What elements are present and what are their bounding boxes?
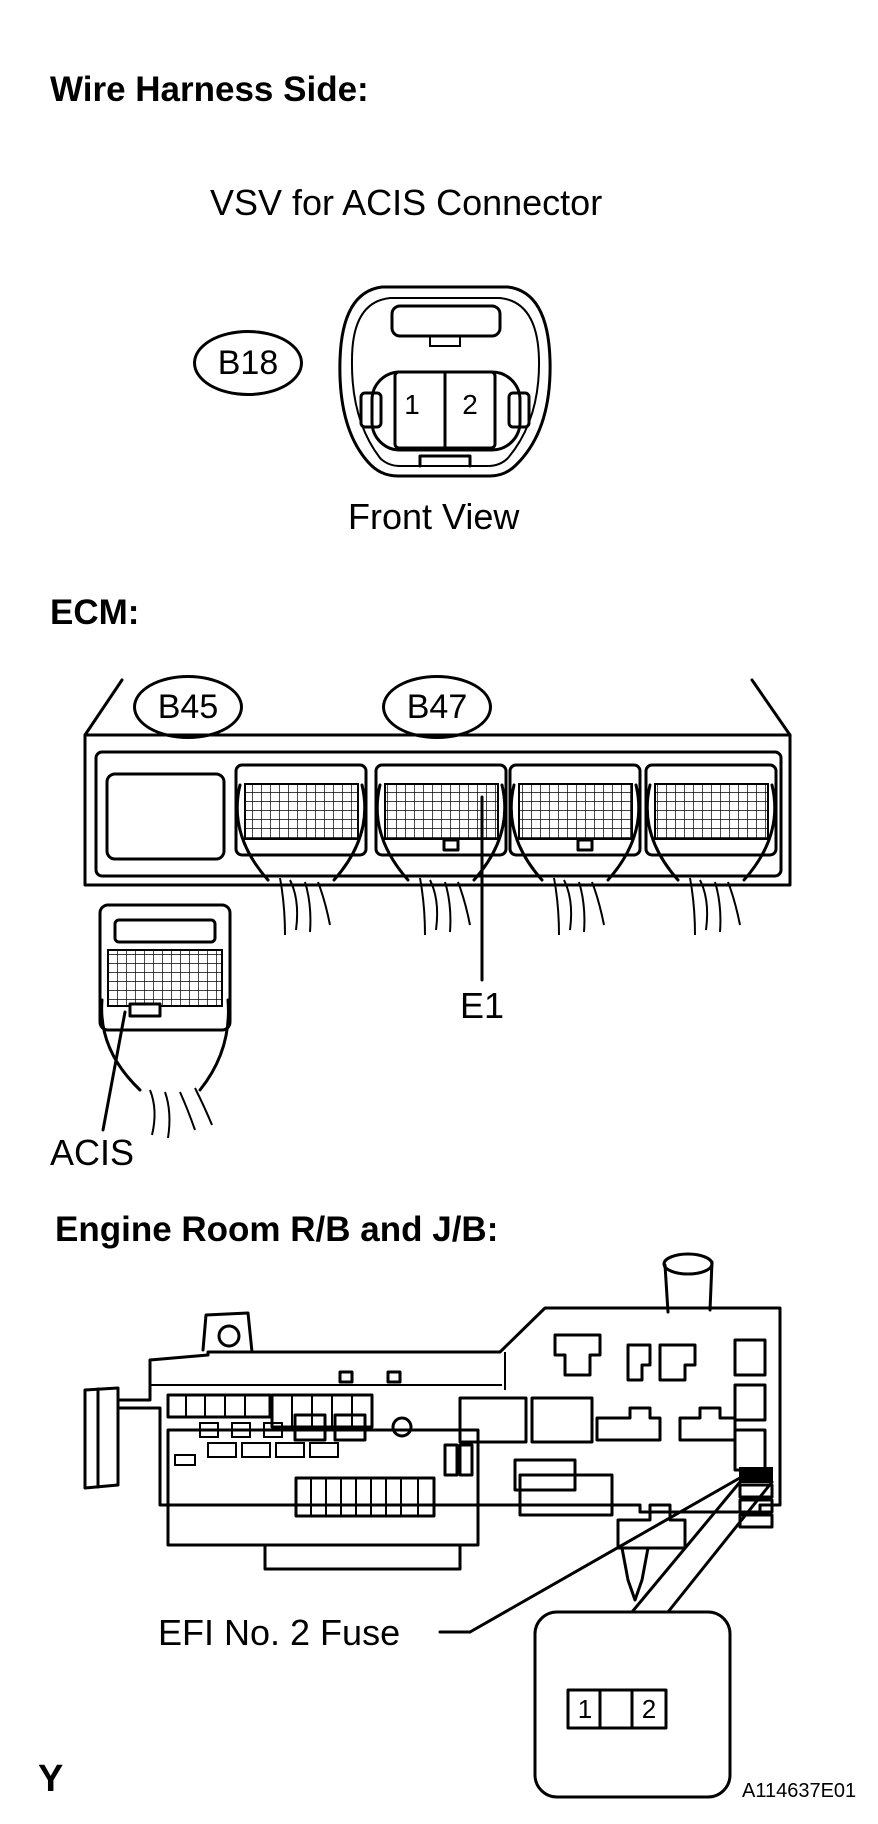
ecm-connector-3	[508, 763, 642, 936]
terminal-acis-label: ACIS	[50, 1132, 135, 1173]
ecm-blank-block	[105, 772, 226, 861]
acis-connector	[98, 903, 232, 1139]
terminal-e1-label: E1	[460, 985, 505, 1026]
vsv-connector-title: VSV for ACIS Connector	[210, 182, 603, 223]
wire-harness-heading: Wire Harness Side:	[50, 70, 369, 109]
fuse-pin-2: 2	[641, 1694, 657, 1724]
ecm-heading: ECM:	[50, 593, 140, 632]
acis-leader-line	[101, 1010, 127, 1132]
figure-id: A114637E01	[742, 1780, 857, 1802]
connector-code-b45: B45	[133, 675, 243, 739]
efi-fuse-label: EFI No. 2 Fuse	[158, 1612, 401, 1653]
connector-code-b18: B18	[193, 330, 303, 396]
fuse-label-leader	[468, 1473, 747, 1634]
front-view-label: Front View	[348, 496, 520, 537]
ecm-connector-1	[234, 763, 368, 936]
engine-room-heading: Engine Room R/B and J/B:	[55, 1210, 499, 1249]
ecm-body	[83, 733, 792, 887]
efi-no2-fuse-highlight	[739, 1467, 773, 1483]
vsv-pin-2: 2	[462, 389, 478, 420]
callout-funnel-right	[666, 1480, 774, 1614]
connector-code-b47: B47	[382, 675, 492, 739]
fuse-pin-1: 1	[577, 1694, 593, 1724]
ecm-connector-4	[644, 763, 778, 936]
relay-block-housing	[116, 1306, 782, 1514]
callout-funnel-left	[630, 1480, 742, 1614]
vsv-pin-1: 1	[404, 389, 420, 420]
footer-mark: Y	[38, 1758, 64, 1800]
ecm-connector-2	[374, 763, 508, 936]
vsv-connector-housing	[338, 285, 552, 478]
